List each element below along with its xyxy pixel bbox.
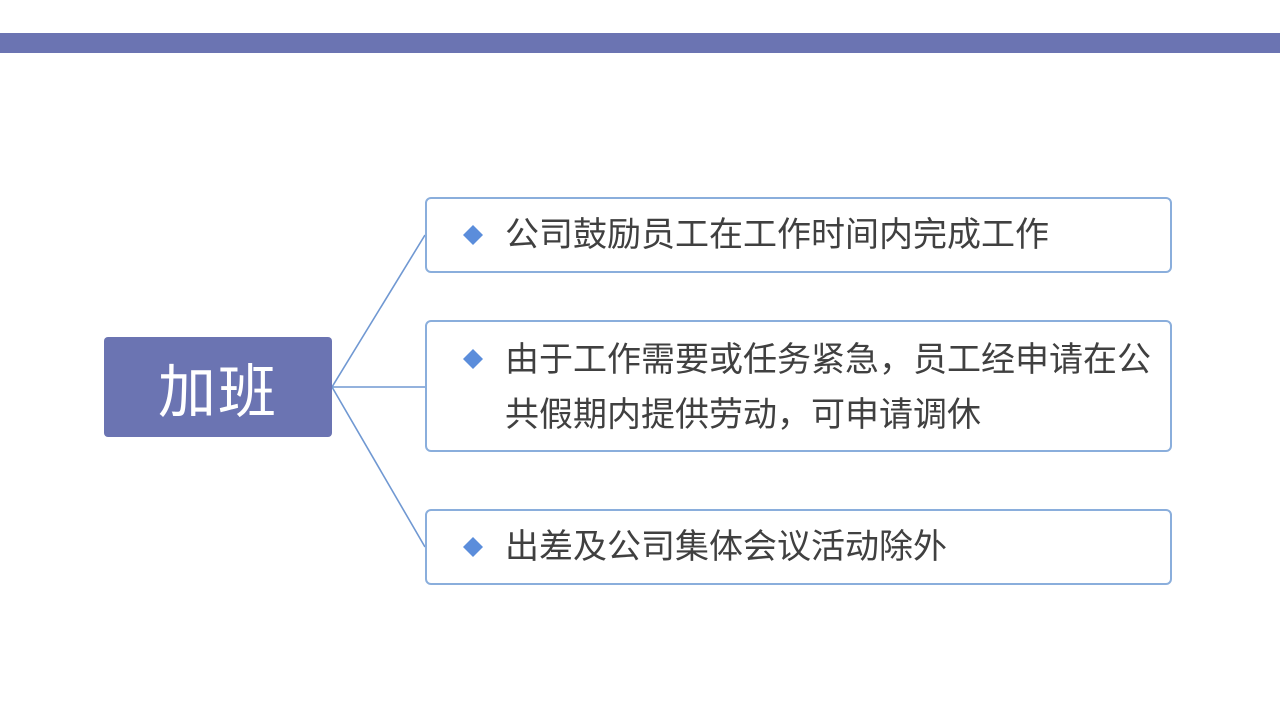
root-label: 加班 (157, 358, 278, 426)
diamond-icon (463, 537, 483, 557)
diamond-icon (463, 349, 483, 369)
branch-node-1: 公司鼓励员工在工作时间内完成工作 (425, 197, 1172, 273)
branch-text-1: 公司鼓励员工在工作时间内完成工作 (505, 215, 1049, 255)
branch-node-3: 出差及公司集体会议活动除外 (425, 509, 1172, 585)
branch-text-2: 由于工作需要或任务紧急，员工经申请在公共假期内提供劳动，可申请调休 (505, 340, 1151, 435)
connector-line-1 (331, 234, 426, 388)
top-accent-bar (0, 33, 1280, 53)
diamond-icon (463, 225, 483, 245)
connector-line-3 (331, 386, 426, 548)
branch-node-2: 由于工作需要或任务紧急，员工经申请在公共假期内提供劳动，可申请调休 (425, 320, 1172, 452)
branch-text-3: 出差及公司集体会议活动除外 (505, 527, 947, 567)
root-node: 加班 (104, 337, 332, 437)
